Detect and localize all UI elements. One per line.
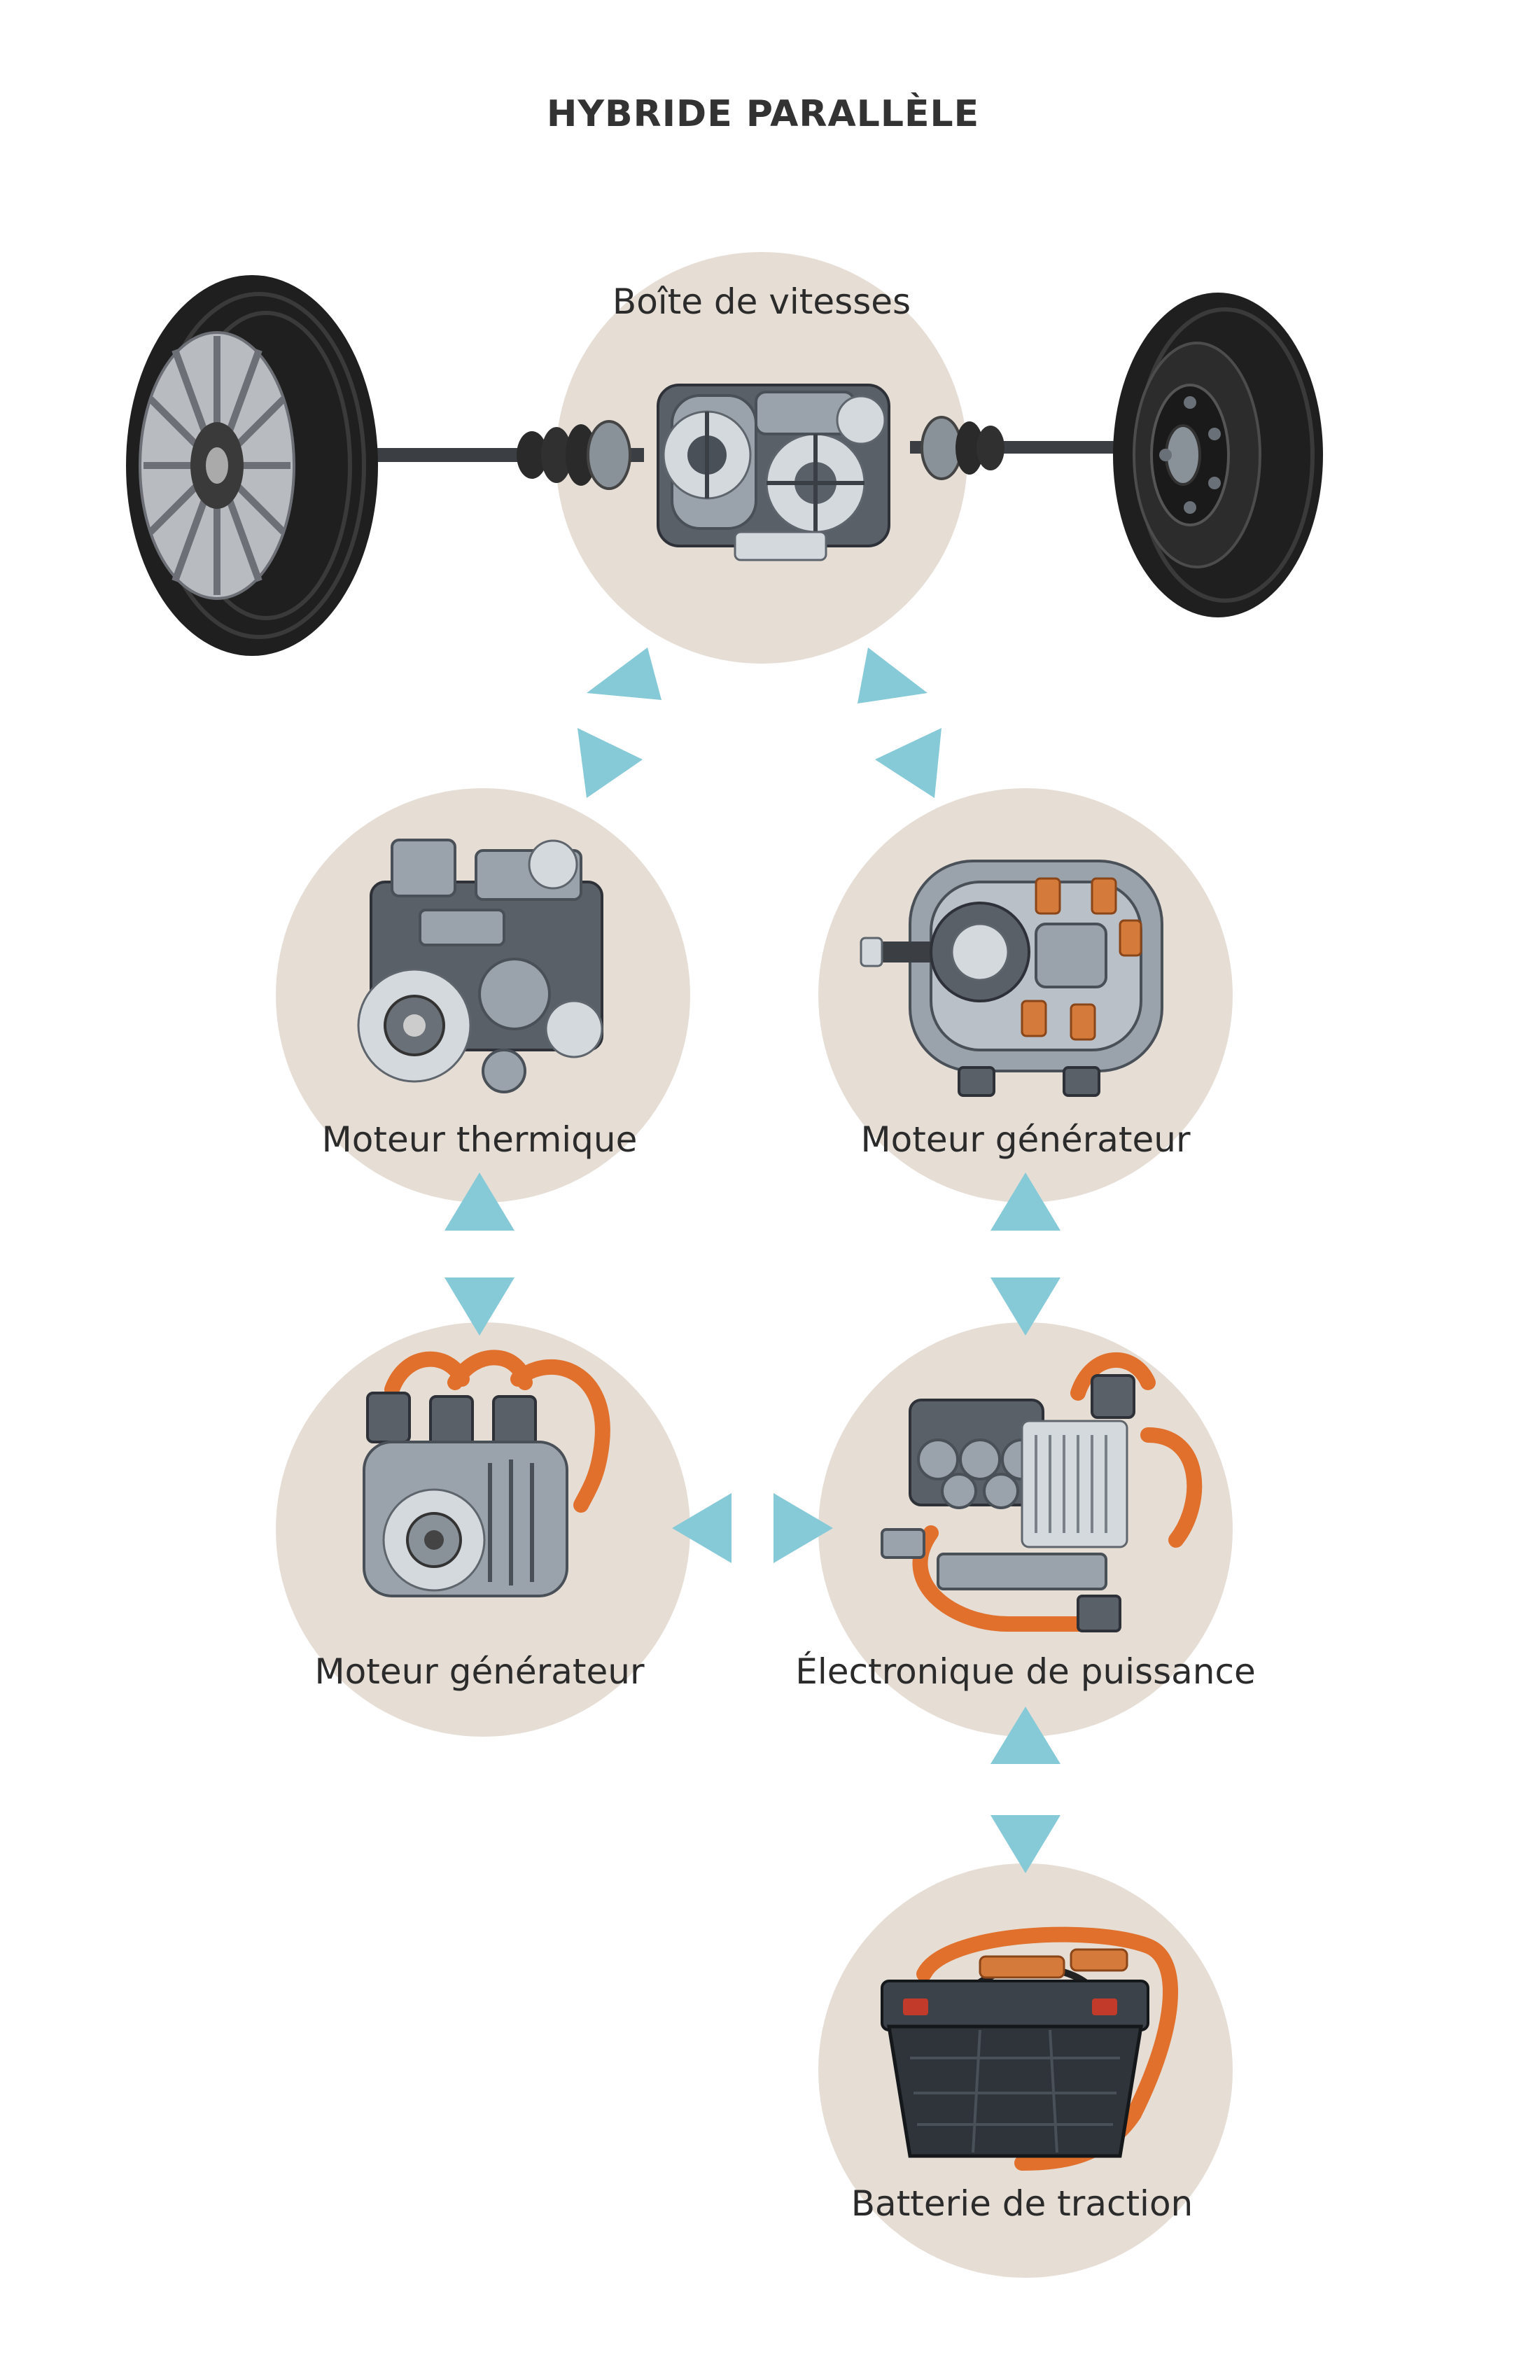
arrow-motor-electronics: [990, 1172, 1060, 1336]
arrow-up-icon: [990, 1172, 1060, 1231]
arrow-thermal-alternator: [444, 1172, 514, 1336]
arrow-down-icon: [990, 1278, 1060, 1336]
arrow-gearbox-motor: [858, 648, 941, 798]
right-cv-joint: [920, 416, 1004, 480]
wheel-icon: [1113, 293, 1323, 617]
arrow-up-icon: [587, 648, 662, 700]
motor-generator-left-label: Moteur générateur: [315, 1651, 645, 1692]
arrow-down-icon: [444, 1278, 514, 1336]
arrow-up-icon: [444, 1172, 514, 1231]
arrow-gearbox-thermal: [578, 648, 662, 798]
gearbox-icon: [657, 384, 890, 561]
arrow-alternator-electronics: [672, 1493, 833, 1563]
arrow-right-icon: [774, 1493, 833, 1563]
combustion-engine-icon: [357, 839, 603, 1093]
motor-generator-right-label: Moteur générateur: [861, 1119, 1191, 1160]
battery-icon: [881, 1926, 1178, 2171]
traction-battery-label: Batterie de traction: [851, 2183, 1193, 2224]
wheel-icon: [126, 275, 378, 656]
gearbox-label: Boîte de vitesses: [612, 281, 911, 322]
alternator-icon: [363, 1350, 610, 1597]
diagram-title: HYBRIDE PARALLÈLE: [547, 92, 979, 135]
thermal-engine-label: Moteur thermique: [322, 1119, 638, 1160]
arrow-up-icon: [990, 1707, 1060, 1764]
power-electronics-label: Électronique de puissance: [795, 1651, 1255, 1692]
electric-motor-icon: [860, 860, 1163, 1097]
inverter-icon: [881, 1352, 1203, 1632]
arrow-electronics-battery: [990, 1707, 1060, 1873]
left-cv-joint: [517, 420, 631, 490]
arrow-up-icon: [858, 648, 927, 704]
arrow-left-icon: [672, 1493, 732, 1563]
arrow-down-icon: [875, 728, 941, 798]
arrow-down-icon: [578, 728, 643, 798]
arrow-down-icon: [990, 1815, 1060, 1873]
